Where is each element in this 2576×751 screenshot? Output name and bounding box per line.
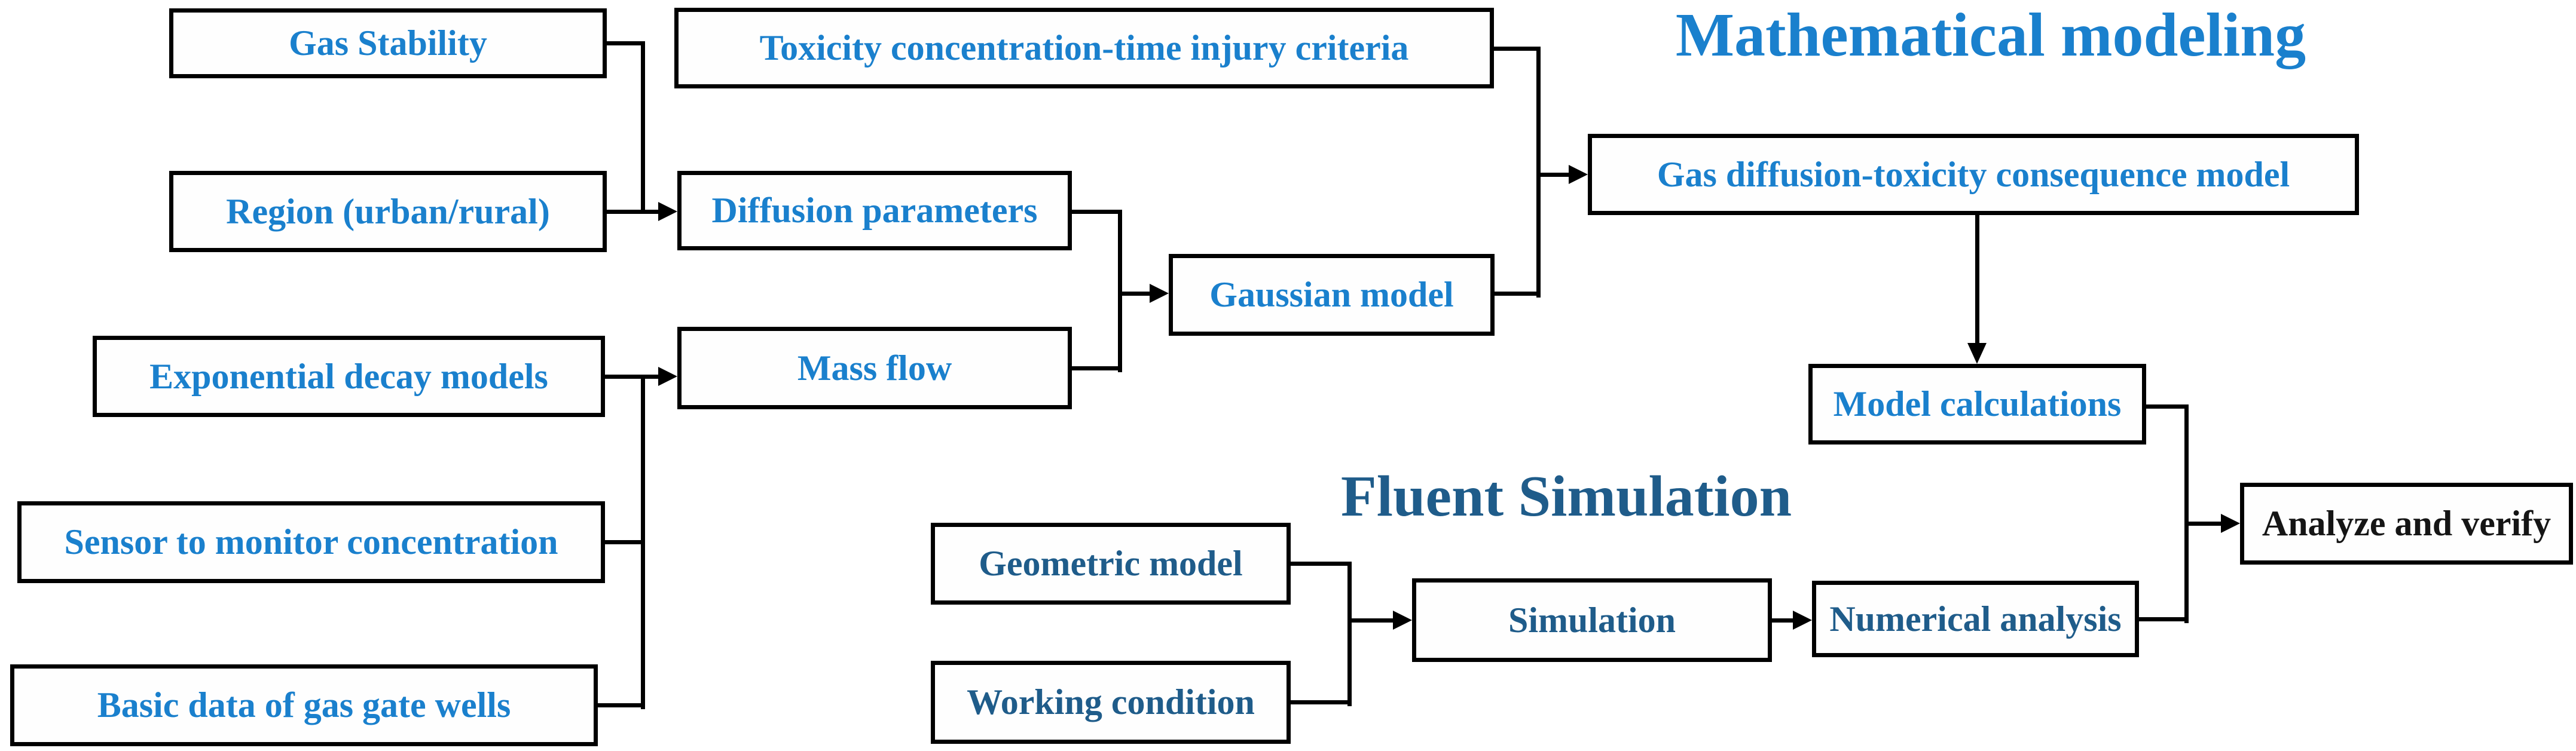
connector-line bbox=[2146, 404, 2188, 409]
node-label: Exponential decay models bbox=[149, 356, 548, 396]
node-label: Numerical analysis bbox=[1829, 599, 2122, 639]
arrowhead-icon bbox=[1793, 611, 1812, 630]
node-label: Region (urban/rural) bbox=[226, 191, 550, 231]
connector-line bbox=[1495, 292, 1540, 296]
connector-line bbox=[1072, 210, 1122, 214]
node-gas-stability: Gas Stability bbox=[169, 8, 607, 78]
connector-line bbox=[1772, 618, 1795, 623]
connector-line bbox=[1347, 562, 1352, 706]
node-label: Gas diffusion-toxicity consequence model bbox=[1657, 154, 2290, 194]
connector-line bbox=[1349, 618, 1395, 623]
node-label: Sensor to monitor concentration bbox=[64, 522, 558, 562]
connector-line bbox=[1120, 292, 1151, 296]
node-mass-flow: Mass flow bbox=[677, 327, 1072, 409]
connector-line bbox=[605, 375, 658, 379]
node-model-calculations: Model calculations bbox=[1808, 364, 2146, 445]
arrowhead-icon bbox=[658, 367, 677, 386]
connector-line bbox=[2139, 617, 2188, 621]
section-title-fluent-simulation: Fluent Simulation bbox=[1340, 464, 1792, 529]
connector-line bbox=[2184, 404, 2189, 623]
node-label: Geometric model bbox=[979, 544, 1243, 583]
node-gaussian-model: Gaussian model bbox=[1169, 254, 1495, 336]
connector-line bbox=[1536, 47, 1541, 298]
node-numerical-analysis: Numerical analysis bbox=[1812, 581, 2139, 657]
node-diffusion-parameters: Diffusion parameters bbox=[677, 171, 1072, 250]
connector-line bbox=[1291, 562, 1351, 566]
connector-line bbox=[607, 210, 660, 214]
node-gas-diffusion-model: Gas diffusion-toxicity consequence model bbox=[1588, 134, 2359, 215]
node-region: Region (urban/rural) bbox=[169, 171, 607, 252]
node-toxicity-criteria: Toxicity concentration-time injury crite… bbox=[674, 8, 1494, 88]
node-sensor-concentration: Sensor to monitor concentration bbox=[17, 501, 605, 583]
node-working-condition: Working condition bbox=[931, 661, 1291, 744]
connector-line bbox=[1975, 214, 1979, 344]
connector-line bbox=[607, 41, 645, 45]
arrowhead-icon bbox=[1150, 284, 1169, 303]
connector-line bbox=[1118, 210, 1122, 372]
node-label: Diffusion parameters bbox=[711, 191, 1038, 230]
node-geometric-model: Geometric model bbox=[931, 523, 1291, 605]
connector-line bbox=[641, 375, 645, 709]
node-label: Working condition bbox=[967, 682, 1255, 722]
arrowhead-icon bbox=[2221, 514, 2240, 533]
node-label: Gaussian model bbox=[1209, 275, 1454, 314]
node-label: Basic data of gas gate wells bbox=[97, 685, 511, 725]
node-label: Toxicity concentration-time injury crite… bbox=[759, 28, 1409, 68]
connector-line bbox=[2186, 522, 2223, 526]
arrowhead-down-icon bbox=[1967, 343, 1987, 364]
arrowhead-icon bbox=[1569, 165, 1588, 184]
connector-line bbox=[598, 703, 643, 707]
node-label: Model calculations bbox=[1833, 384, 2122, 424]
connector-line bbox=[1494, 47, 1540, 51]
node-label: Gas Stability bbox=[289, 23, 487, 63]
node-label: Mass flow bbox=[797, 348, 952, 388]
node-basic-data: Basic data of gas gate wells bbox=[10, 664, 598, 746]
node-label: Analyze and verify bbox=[2262, 504, 2551, 543]
arrowhead-icon bbox=[658, 202, 677, 221]
connector-line bbox=[641, 41, 645, 214]
section-title-mathematical-modeling: Mathematical modeling bbox=[1675, 1, 2306, 69]
node-label: Simulation bbox=[1508, 600, 1676, 640]
arrowhead-icon bbox=[1393, 611, 1412, 630]
connector-line bbox=[1072, 366, 1122, 370]
node-simulation: Simulation bbox=[1412, 578, 1772, 662]
node-analyze-verify: Analyze and verify bbox=[2240, 483, 2573, 565]
connector-line bbox=[1538, 173, 1570, 177]
connector-line bbox=[1291, 700, 1351, 704]
node-exponential-decay: Exponential decay models bbox=[93, 336, 605, 417]
connector-line bbox=[605, 540, 643, 544]
